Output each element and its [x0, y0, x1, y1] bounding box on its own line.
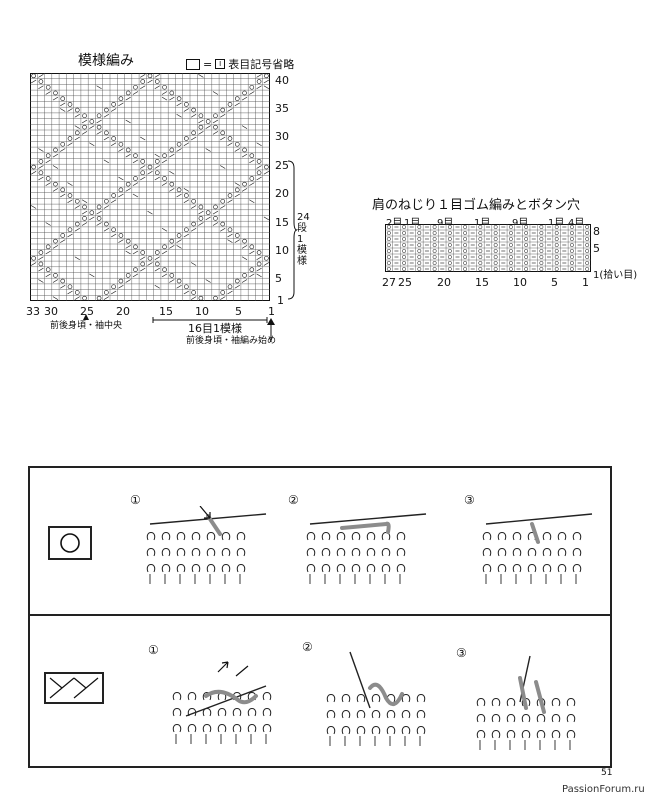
row-label: 15: [275, 216, 289, 229]
stitch-count-label: 1目: [404, 218, 421, 229]
col-label: 15: [475, 276, 489, 289]
row-label: 30: [275, 130, 289, 143]
yarn-over-step1-illustration: [146, 506, 267, 584]
yarn-over-step2-illustration: [306, 513, 427, 584]
arrow-up-icon: [267, 318, 275, 342]
stitch-count-label: 9目: [512, 218, 529, 229]
col-label: 1: [582, 276, 589, 289]
stitch-count-label: 2目: [386, 218, 403, 229]
repeat-count-note: 16目1模様: [188, 322, 242, 335]
col-label: 20: [116, 305, 130, 318]
symbol-legend: = I 表目記号省略: [186, 56, 294, 72]
page-number: 51: [601, 768, 613, 778]
col-label: 27: [382, 276, 396, 289]
col-label: 25: [398, 276, 412, 289]
row-label: 10: [275, 244, 289, 257]
legend-equals: =: [203, 57, 213, 71]
col-label: 10: [513, 276, 527, 289]
col-label: 33: [26, 305, 40, 318]
col-label: 15: [159, 305, 173, 318]
cross-stitch-symbol-icon: [44, 672, 104, 704]
row-label: 25: [275, 159, 289, 172]
blank-square-icon: [186, 58, 200, 70]
step-number: ②: [288, 493, 299, 507]
yarn-over-technique-panel: ① ② ③: [28, 466, 612, 620]
col-label: 5: [235, 305, 242, 318]
row-label: 1(拾い目): [593, 270, 638, 281]
pattern-chart-title: 模様編み: [78, 53, 134, 69]
row-label: 1: [277, 294, 284, 307]
center-note: 前後身頃・袖中央: [50, 321, 123, 331]
cross-stitch-step1-illustration: [172, 661, 272, 744]
step-number: ③: [456, 646, 467, 660]
rib-chart-title: 肩のねじり１目ゴム編みとボタン穴: [372, 198, 581, 213]
start-note: 前後身頃・袖編み始め: [186, 336, 277, 346]
stitch-count-label: 4目: [568, 218, 585, 229]
row-label: 5: [593, 242, 600, 255]
stitch-count-label: 9目: [437, 218, 454, 229]
col-label: 1: [268, 305, 275, 318]
repeat-label: 24段1模様: [297, 212, 310, 267]
knitting-pattern-grid: [30, 73, 270, 301]
arrow-up-icon: [83, 314, 89, 320]
row-label: 40: [275, 74, 289, 87]
cross-stitch-technique-panel: ① ② ③: [28, 614, 612, 768]
yarn-over-step3-illustration: [482, 513, 593, 584]
stitch-count-label: 1目: [548, 218, 565, 229]
col-label: 5: [551, 276, 558, 289]
col-label: 20: [437, 276, 451, 289]
step-number: ②: [302, 640, 313, 654]
watermark: PassionForum.ru: [562, 784, 645, 795]
step-number: ①: [130, 493, 141, 507]
row-label: 20: [275, 187, 289, 200]
cross-stitch-step3-illustration: [476, 655, 576, 750]
repeat-underline: [152, 317, 268, 323]
step-number: ①: [148, 643, 159, 657]
col-label: 30: [44, 305, 58, 318]
col-label: 25: [80, 305, 94, 318]
yarn-over-symbol-icon: [48, 526, 92, 560]
cross-stitch-step2-illustration: [326, 651, 426, 746]
col-label: 10: [195, 305, 209, 318]
row-label: 5: [275, 272, 282, 285]
row-label: 35: [275, 102, 289, 115]
repeat-bracket: [287, 160, 298, 300]
stitch-count-label: 1目: [474, 218, 491, 229]
knit-stitch-icon: I: [215, 59, 226, 69]
step-number: ③: [464, 493, 475, 507]
rib-grid: [385, 224, 591, 272]
legend-text: 表目記号省略: [228, 58, 295, 71]
row-label: 8: [593, 225, 600, 238]
